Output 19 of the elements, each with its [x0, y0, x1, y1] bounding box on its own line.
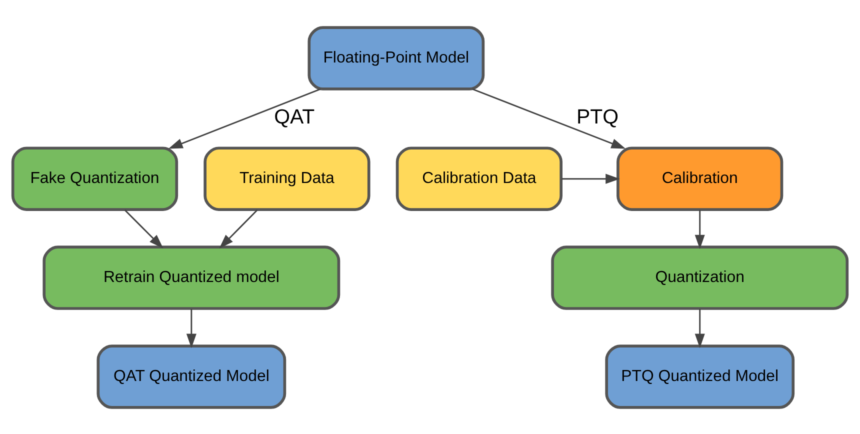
- node-box: Floating-Point Model: [308, 26, 485, 90]
- edge-label: PTQ: [576, 105, 619, 128]
- node-box: PTQ Quantized Model: [605, 344, 795, 408]
- node-box: Fake Quantization: [11, 146, 178, 210]
- node-box: Training Data: [204, 146, 370, 210]
- arrow: [219, 209, 258, 248]
- arrow: [694, 210, 705, 249]
- arrow: [168, 88, 321, 148]
- node-box: Calibration Data: [396, 146, 563, 210]
- node-box: Calibration: [616, 146, 784, 210]
- arrow: [186, 308, 196, 348]
- node-box: Retrain Quantized model: [42, 245, 340, 310]
- node-box: QAT Quantized Model: [96, 344, 286, 408]
- arrow: [562, 173, 620, 184]
- arrow: [694, 308, 705, 348]
- arrow: [472, 88, 626, 148]
- node-box: Quantization: [551, 245, 849, 310]
- arrow: [124, 209, 164, 248]
- edge-label: QAT: [274, 105, 315, 128]
